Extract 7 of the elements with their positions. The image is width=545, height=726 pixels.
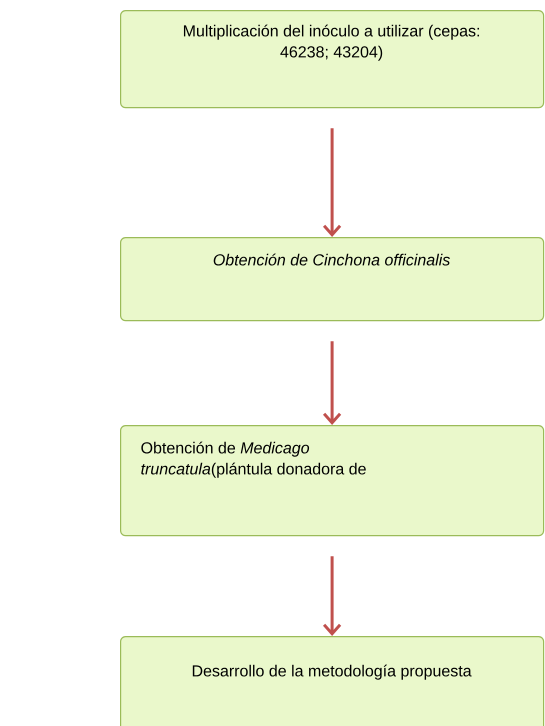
process-box: Obtención de Cinchona officinalis: [120, 237, 544, 322]
arrow: [322, 128, 342, 237]
arrow: [322, 341, 342, 425]
process-box: Multiplicación del inóculo a utilizar (cepas: 46238; 43204): [120, 10, 544, 108]
arrow: [322, 556, 342, 636]
process-box: Obtención de Medicago truncatula(plántula donadora de: [120, 425, 544, 536]
process-box: Desarrollo de la metodología propuesta: [120, 636, 544, 726]
